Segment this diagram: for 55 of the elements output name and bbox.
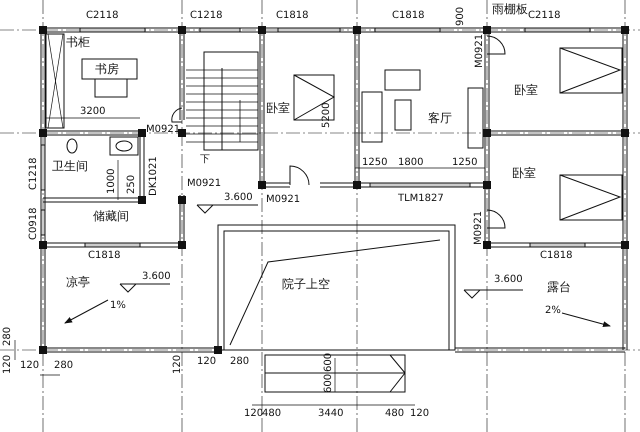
room-name: 院子上空 [282,278,330,291]
dimension-text: 下 [200,154,210,165]
room-name: 凉亭 [66,276,90,289]
dimension-text: M0921 [474,34,485,68]
room-name: 卧室 [266,102,290,115]
dimension-text: 5200 [321,102,332,128]
dimension-text: 1250 [362,157,388,168]
dimension-text: M0921 [146,124,180,135]
room-name: 卧室 [514,84,538,97]
window-code: C0918 [28,208,39,240]
window-code: C1218 [28,158,39,190]
window-code: C2118 [528,10,560,21]
dimension-text: 3440 [318,408,344,419]
room-name: 书房 [95,63,119,76]
dimension-text: M0921 [473,210,484,245]
dimension-text: 120 [197,356,216,367]
window-code: TLM1827 [398,193,444,204]
window-code: C1818 [276,10,308,21]
dimension-text: 3200 [80,106,106,117]
elevation-text: 3.600 [494,274,523,285]
dimension-text: 900 [455,6,466,26]
window-code: C2118 [86,10,118,21]
dimension-text: 600 [323,352,334,372]
dimension-text: M0921 [187,178,222,189]
dimension-text: 280 [54,360,74,371]
slope-text: 2% [545,305,561,316]
dimension-text: 120 [244,408,264,419]
window-code: C1818 [392,10,424,21]
dimension-text: 480 [385,408,404,419]
room-name: 卫生间 [52,160,88,173]
room-name: 卧室 [512,167,536,180]
window-code: C1818 [88,250,120,261]
window-code: DK1021 [148,156,159,196]
window-code: C1818 [540,250,572,261]
room-name: 露台 [547,281,571,294]
dimension-text: M0921 [266,194,300,205]
dimension-text: 480 [262,408,282,419]
dimension-text: 250 [126,174,137,194]
dimension-text: 120 [2,354,13,374]
dimension-text: 120 [172,354,183,374]
dimension-text: 1250 [452,157,478,168]
dimension-text: 280 [230,356,250,367]
dimension-text: 120 [20,360,40,371]
dimension-text: 1000 [106,168,117,194]
room-name: 雨棚板 [492,3,528,16]
elevation-text: 3.600 [224,192,253,203]
room-name: 客厅 [428,112,452,125]
slope-text: 1% [110,300,126,311]
dimension-text: 1800 [398,157,424,168]
window-code: C1218 [190,10,222,21]
dimension-text: 120 [410,408,430,419]
room-name: 储藏间 [93,210,129,223]
elevation-text: 3.600 [142,271,171,282]
room-name: 书柜 [66,36,90,49]
dimension-text: 280 [2,326,13,346]
